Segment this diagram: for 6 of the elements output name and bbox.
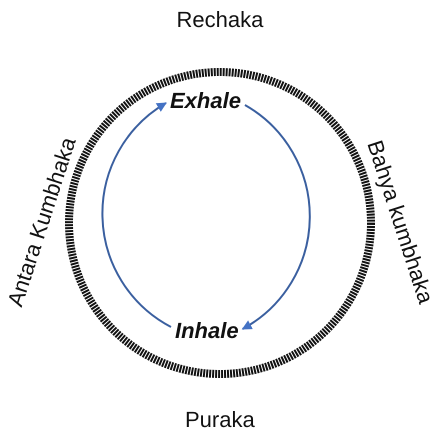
node-label: Inhale xyxy=(175,318,239,344)
node-label: Exhale xyxy=(170,88,241,114)
arrow xyxy=(242,104,311,330)
arrow xyxy=(102,102,172,328)
phase-label: Puraka xyxy=(185,407,255,433)
phase-label: Rechaka xyxy=(176,7,264,33)
